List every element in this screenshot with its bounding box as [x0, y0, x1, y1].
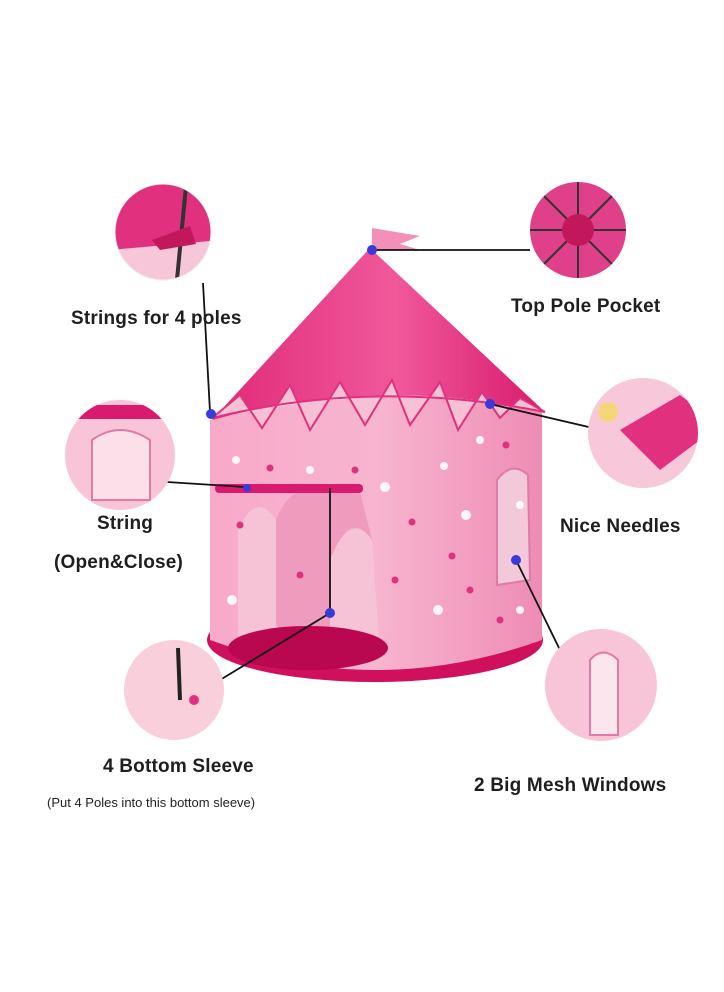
detail-strings-for-poles: [115, 184, 211, 280]
label-string: String: [97, 513, 154, 534]
detail-bottom-sleeve: [124, 640, 224, 740]
pole-dots: [206, 245, 521, 618]
tent-inner-floor: [228, 626, 388, 670]
tent-roof: [212, 248, 545, 420]
label-bottom-sleeve-note: (Put 4 Poles into this bottom sleeve): [47, 795, 256, 810]
detail-nice-needles: [588, 378, 698, 488]
detail-mesh-windows: [545, 629, 657, 741]
tent-stars: [227, 436, 524, 615]
detail-string-open-close: [65, 400, 175, 510]
tent: [207, 228, 546, 682]
label-bottom-sleeve: 4 Bottom Sleeve: [103, 756, 254, 777]
tent-doorway: [238, 507, 380, 656]
label-open-close: (Open&Close): [54, 552, 184, 573]
tent-mesh-window: [496, 467, 532, 587]
label-strings-for-poles: Strings for 4 poles: [71, 308, 242, 329]
tent-door-flap: [276, 492, 372, 643]
roof-trim: [211, 377, 546, 433]
tent-hearts: [236, 441, 510, 624]
label-top-pole-pocket: Top Pole Pocket: [511, 296, 661, 317]
label-nice-needles: Nice Needles: [560, 516, 681, 537]
leader-lines: [166, 249, 594, 681]
door-rod: [215, 484, 363, 493]
tent-flag: [372, 228, 420, 250]
detail-top-pole-pocket: [530, 182, 626, 278]
label-mesh-windows: 2 Big Mesh Windows: [474, 775, 667, 796]
